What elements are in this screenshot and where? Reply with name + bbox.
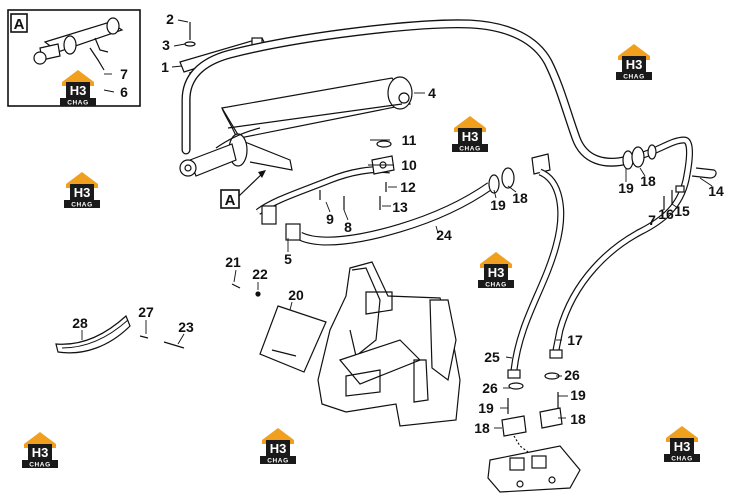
part-label: 19 [618, 180, 634, 196]
callout-label: A [225, 192, 236, 209]
part-label: 18 [474, 420, 490, 436]
svg-text:CHAG: CHAG [623, 74, 645, 81]
valve-block-10 [319, 140, 395, 210]
part-label: 23 [178, 319, 194, 335]
part-label: 19 [490, 197, 506, 213]
part-label: 10 [401, 157, 417, 173]
part-labels: 2 3 1 4 11 10 12 13 9 8 24 5 19 18 19 18… [72, 11, 724, 436]
part-label: 5 [284, 251, 292, 267]
part-label: 8 [344, 219, 352, 235]
leader-lines [81, 19, 713, 429]
svg-text:CHAG: CHAG [67, 100, 89, 107]
loader-frame [317, 261, 461, 427]
part-label: 19 [478, 400, 494, 416]
svg-text:H3: H3 [74, 185, 91, 200]
part-label: 7 [648, 212, 656, 228]
part-label: 14 [708, 183, 724, 199]
part-label: 24 [436, 227, 452, 243]
svg-text:H3: H3 [70, 83, 87, 98]
svg-text:CHAG: CHAG [71, 202, 93, 209]
part-label: 12 [400, 179, 416, 195]
svg-text:CHAG: CHAG [267, 458, 289, 465]
cover-plate [259, 305, 327, 373]
part-label: 25 [484, 349, 500, 365]
detail-view-label: A [14, 16, 25, 33]
fittings-right [622, 144, 685, 210]
part-label: 20 [288, 287, 304, 303]
part-label: 22 [252, 266, 268, 282]
bolts-21-22 [231, 283, 261, 297]
part-label: 28 [72, 315, 88, 331]
part-label: 17 [567, 332, 583, 348]
part-label: 18 [640, 173, 656, 189]
part-label: 15 [674, 203, 690, 219]
part-label: 18 [570, 411, 586, 427]
svg-text:H3: H3 [32, 445, 49, 460]
part-label: 18 [512, 190, 528, 206]
part-label: 6 [120, 84, 128, 100]
svg-text:H3: H3 [462, 129, 479, 144]
part-label: 4 [428, 85, 436, 101]
part-label: 13 [392, 199, 408, 215]
hose-24 [255, 166, 493, 246]
pipe-right [552, 136, 717, 351]
fittings-middle [488, 153, 551, 194]
svg-text:CHAG: CHAG [671, 456, 693, 463]
part-label: 21 [225, 254, 241, 270]
part-label: 26 [564, 367, 580, 383]
svg-text:H3: H3 [626, 57, 643, 72]
hydraulic-cylinder [179, 76, 413, 177]
part-label: 9 [326, 211, 334, 227]
part-label: 2 [166, 11, 174, 27]
svg-text:H3: H3 [270, 441, 287, 456]
hose-top [181, 19, 633, 167]
hose-guard [55, 314, 185, 354]
control-valve [487, 372, 581, 493]
pipe-25 [507, 168, 565, 379]
part-label: 26 [482, 380, 498, 396]
part-label: 1 [161, 59, 169, 75]
part-label: 7 [120, 66, 128, 82]
svg-text:H3: H3 [674, 439, 691, 454]
svg-text:CHAG: CHAG [485, 282, 507, 289]
part-label: 3 [162, 37, 170, 53]
svg-text:H3: H3 [488, 265, 505, 280]
watermarks: H3CHAGH3CHAGH3CHAGH3CHAGH3CHAGH3CHAGH3CH… [22, 44, 700, 469]
svg-text:CHAG: CHAG [459, 146, 481, 153]
part-label: 11 [402, 132, 417, 148]
part-label: 16 [658, 206, 674, 222]
part-label: 27 [138, 304, 154, 320]
detail-inset-a: A [7, 9, 141, 107]
part-label: 19 [570, 387, 586, 403]
callout-a: A [220, 170, 266, 209]
svg-text:CHAG: CHAG [29, 462, 51, 469]
